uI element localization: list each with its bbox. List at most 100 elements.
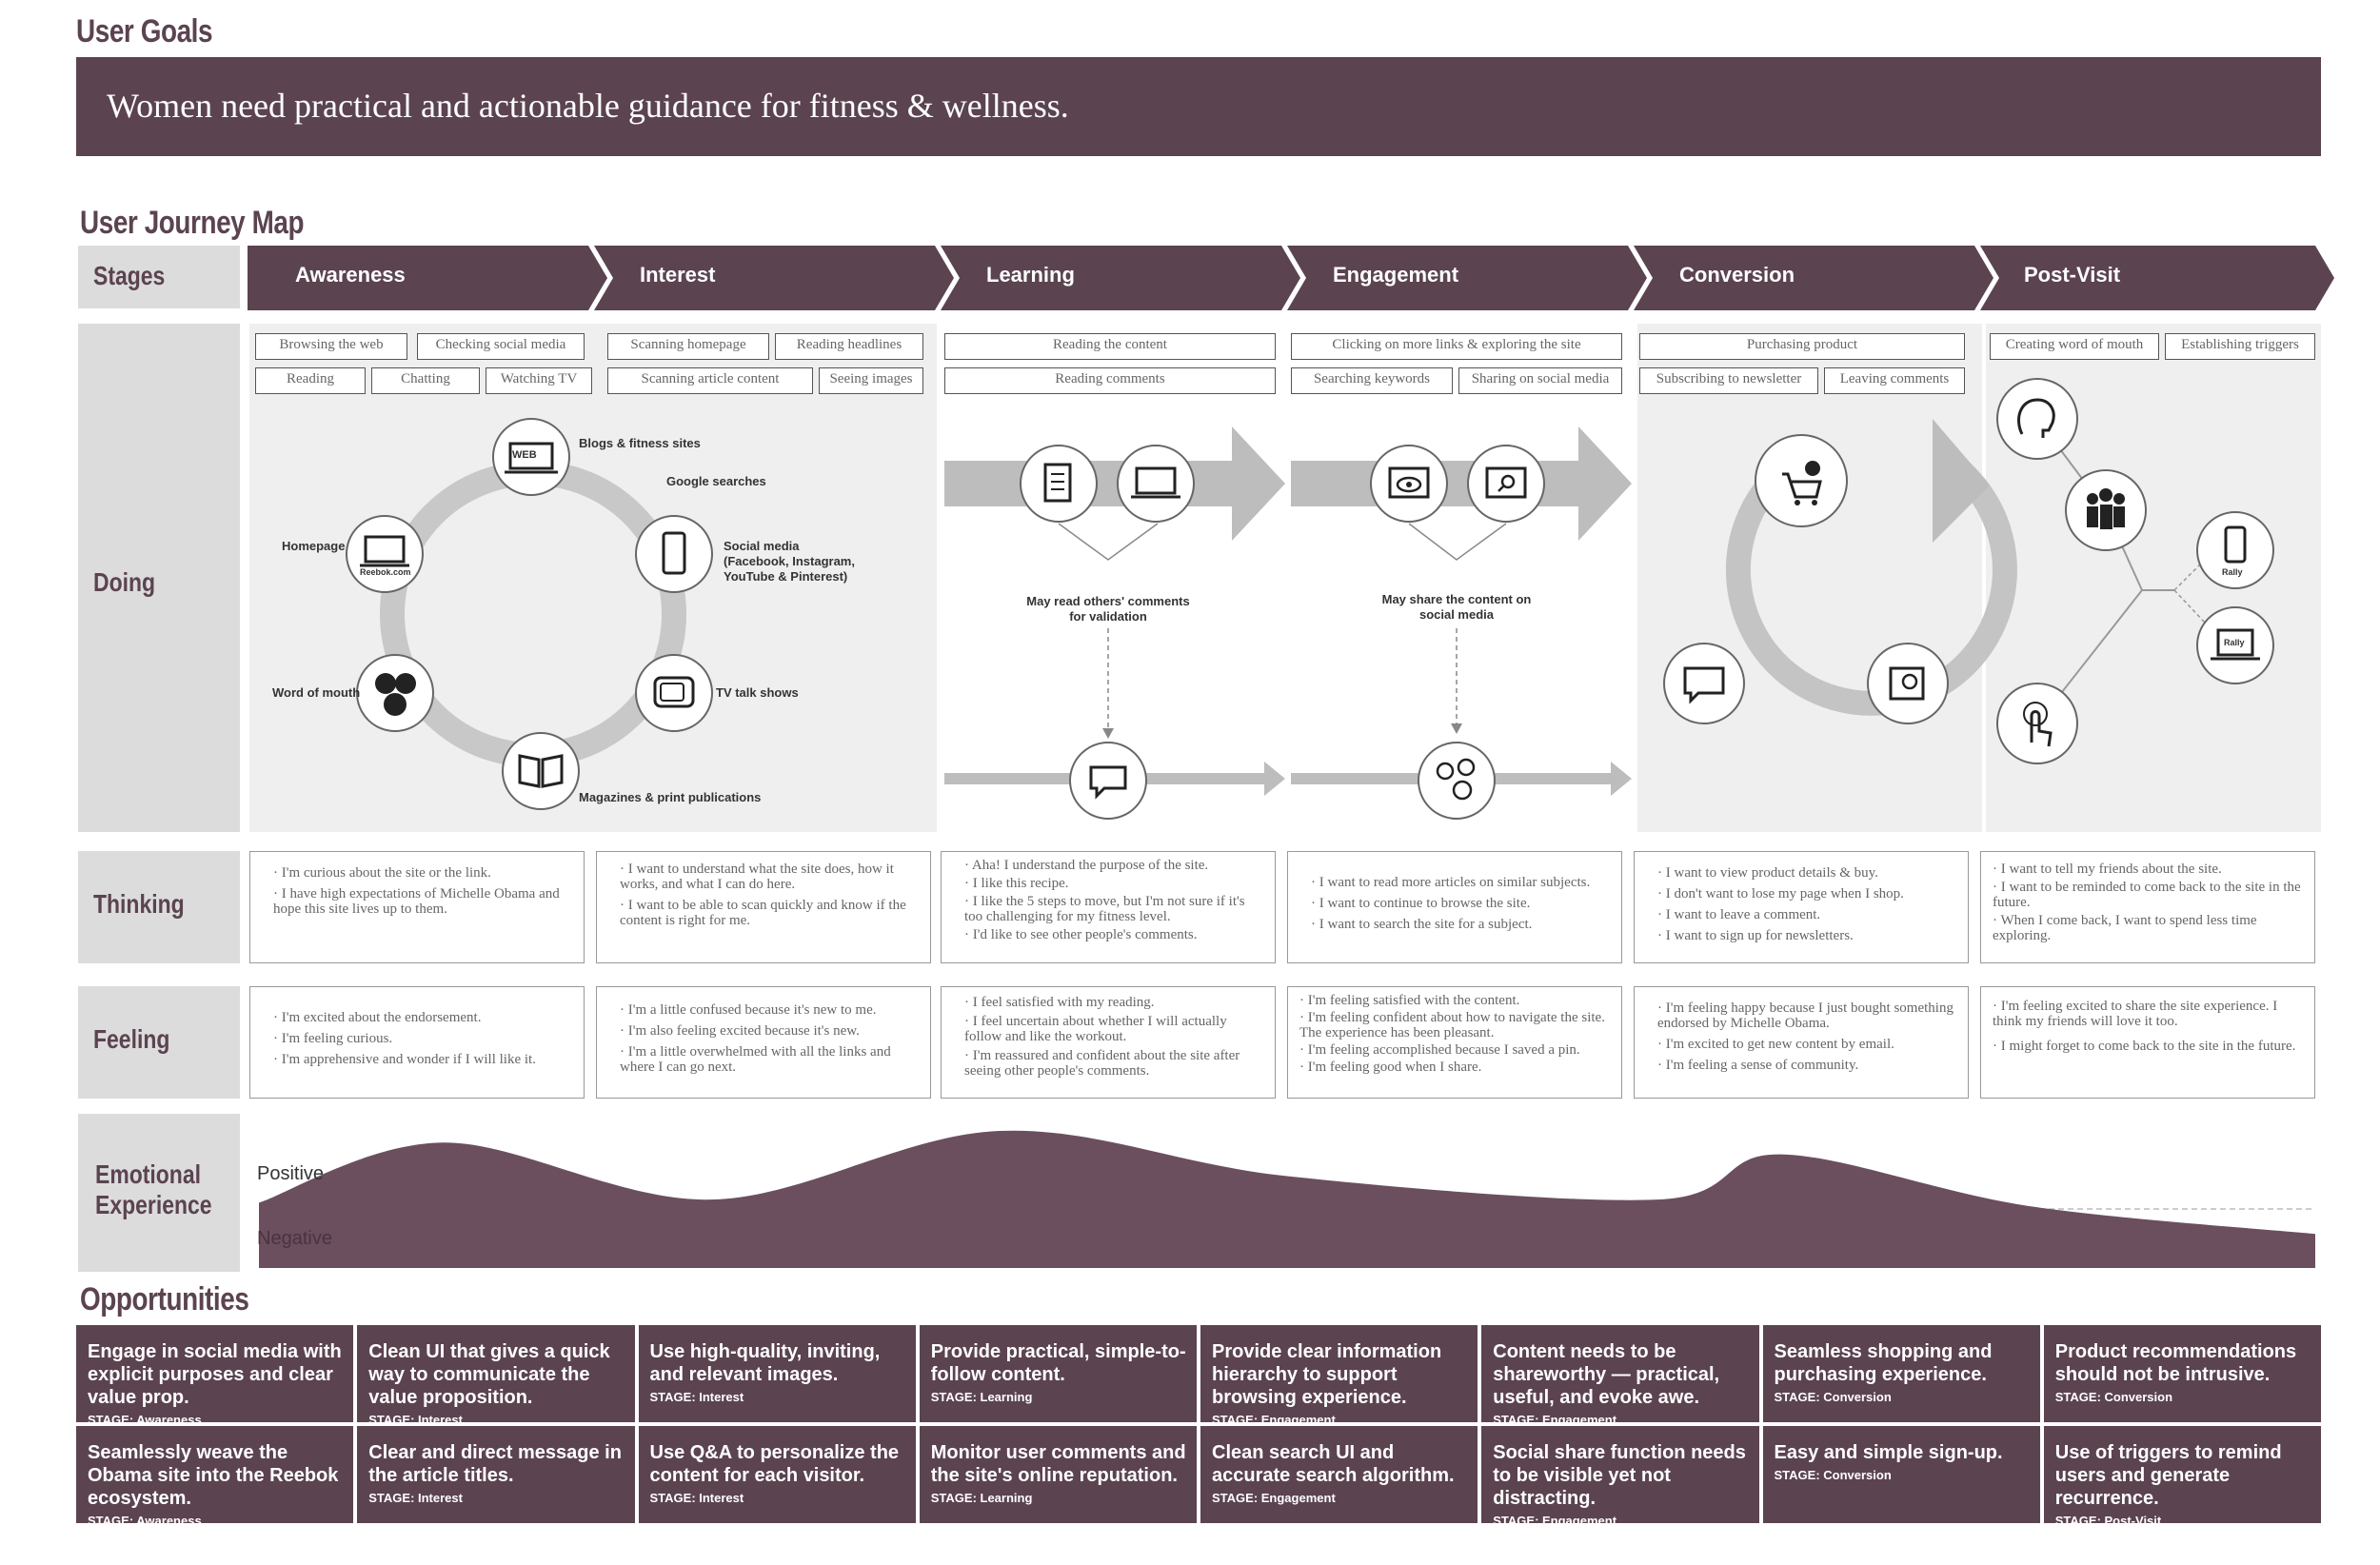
opportunity-text: Use high-quality, inviting, and relevant… [649,1341,881,1385]
opportunity-stage: STAGE: Engagement [1493,1413,1617,1427]
feeling-item: · I'm excited to get new content by emai… [1657,1037,1894,1052]
feeling-item: · I'm a little confused because it's new… [620,1002,877,1018]
thinking-item: · I like this recipe. [964,876,1069,891]
opportunity-card: Seamlessly weave the Obama site into the… [76,1426,354,1528]
feeling-item: · I'm apprehensive and wonder if I will … [273,1052,536,1067]
thinking-item: · I want to view product details & buy. [1657,865,1878,881]
opportunity-card: Easy and simple sign-up.STAGE: Conversio… [1762,1426,2040,1523]
engagement-dashed-arrowhead [1451,723,1462,734]
row-label-stages-text: Stages [93,261,166,290]
thinking-item: · I like the 5 steps to move, but I'm no… [964,894,1245,924]
smartphone-icon [635,515,713,593]
emotional-experience-chart [259,1130,2315,1268]
stage-conversion: Conversion [1679,263,1795,287]
opportunity-card: Clean UI that gives a quick way to commu… [357,1325,635,1427]
thinking-post-visit: · I want to tell my friends about the si… [1980,851,2315,963]
engagement-note-2: social media [1418,607,1495,622]
doing-tag: Subscribing to newsletter [1639,367,1818,394]
emotion-curve-area [259,1130,2315,1268]
stage-engagement: Engagement [1333,263,1459,287]
thinking-item: · I want to continue to browse the site. [1311,896,1531,911]
opportunity-text: Engage in social media with explicit pur… [88,1341,342,1408]
opportunity-text: Use of triggers to remind users and gene… [2054,1442,2282,1509]
thinking-item: · Aha! I understand the purpose of the s… [964,858,1209,873]
feeling-item: · I'm feeling excited to share the site … [1993,999,2278,1029]
opportunity-text: Seamless shopping and purchasing experie… [1774,1341,1993,1385]
emotion-positive-label: Positive [257,1163,325,1184]
tv-icon [635,654,713,732]
feeling-item: · I'm a little overwhelmed with all the … [620,1044,891,1075]
opportunity-stage: STAGE: Interest [649,1491,744,1505]
web-icon [492,418,570,496]
user-goal-banner: Women need practical and actionable guid… [76,57,2321,156]
doing-tag: Reading the content [944,333,1276,360]
chat-bubble-icon [1663,643,1745,724]
row-label-stages: Stages [78,246,240,308]
opportunity-text: Product recommendations should not be in… [2054,1341,2297,1385]
opportunity-stage: STAGE: Engagement [1212,1413,1336,1427]
doing-tag: Chatting [371,367,480,394]
rally-laptop-label: Rally [2224,638,2245,647]
row-label-emotional-text: Emotional Experience [95,1159,212,1219]
emotion-negative-label: Negative [257,1228,332,1249]
doing-tag: Reading headlines [775,333,923,360]
row-label-doing: Doing [78,324,240,832]
opportunity-text: Monitor user comments and the site's onl… [930,1442,1186,1486]
opportunity-text: Content needs to be shareworthy — practi… [1493,1341,1720,1408]
label-word-of-mouth: Word of mouth [272,685,361,700]
opportunity-card: Use of triggers to remind users and gene… [2043,1426,2321,1528]
opportunity-text: Clean UI that gives a quick way to commu… [368,1341,610,1408]
stage-interest: Interest [640,263,716,287]
chevron-conversion [1634,246,1993,310]
thinking-item: · I'm curious about the site or the link… [273,865,491,881]
journey-map-title: User Journey Map [80,205,305,241]
doing-tag: Reading [255,367,366,394]
thinking-awareness: · I'm curious about the site or the link… [249,851,585,963]
thinking-item: · I want to tell my friends about the si… [1993,862,2222,877]
group-people-icon [2065,469,2147,551]
opportunity-text: Seamlessly weave the Obama site into the… [88,1442,339,1509]
opportunity-card: Provide practical, simple-to-follow cont… [919,1325,1197,1422]
feeling-item: · I'm feeling satisfied with the content… [1299,993,1520,1008]
row-label-feeling: Feeling [78,986,240,1099]
thinking-item: · I want to sign up for newsletters. [1657,928,1854,943]
thinking-item: · I want to understand what the site doe… [620,862,894,892]
newsletter-icon [1867,643,1949,724]
awareness-ring [380,461,686,767]
label-google: Google searches [666,474,766,488]
chevron-awareness [248,246,607,310]
opportunity-stage: STAGE: Engagement [1493,1514,1617,1528]
label-social-sub2: YouTube & Pinterest) [724,569,848,584]
doing-tag: Watching TV [486,367,592,394]
feeling-post-visit: · I'm feeling excited to share the site … [1980,986,2315,1099]
thinking-item: · I have high expectations of Michelle O… [273,886,560,917]
thinking-item: · I want to be able to scan quickly and … [620,898,906,928]
engagement-note-1: May share the content on [1381,592,1532,606]
chevron-engagement [1287,246,1647,310]
web-badge-label: WEB [512,449,537,461]
stage-learning: Learning [986,263,1075,287]
thinking-item: · I want to be reminded to come back to … [1993,880,2301,910]
doing-tag: Checking social media [417,333,585,360]
feeling-learning: · I feel satisfied with my reading. · I … [941,986,1276,1099]
label-homepage: Homepage [282,539,346,553]
feeling-item: · I'm feeling a sense of community. [1657,1058,1859,1073]
share-people-icon [1418,742,1496,820]
opportunity-card: Clear and direct message in the article … [357,1426,635,1523]
thinking-item: · I'd like to see other people's comment… [964,927,1198,942]
doing-tag: Purchasing product [1639,333,1965,360]
doing-tag: Seeing images [819,367,923,394]
touch-trigger-icon [1996,683,2078,764]
opportunity-card: Provide clear information hierarchy to s… [1200,1325,1478,1427]
thinking-item: · When I come back, I want to spend less… [1993,913,2257,943]
opportunity-card: Clean search UI and accurate search algo… [1200,1426,1478,1523]
post-visit-line-laptop [2173,589,2234,637]
opportunity-text: Clean search UI and accurate search algo… [1212,1442,1455,1486]
opportunity-stage: STAGE: Interest [649,1390,744,1404]
chevron-post-visit [1980,246,2334,310]
stage-awareness: Awareness [295,263,406,287]
laptop-article-icon [1117,445,1195,523]
label-social: Social media [724,539,800,553]
opportunity-card: Social share function needs to be visibl… [1481,1426,1759,1528]
thinking-item: · I want to read more articles on simila… [1311,875,1591,890]
